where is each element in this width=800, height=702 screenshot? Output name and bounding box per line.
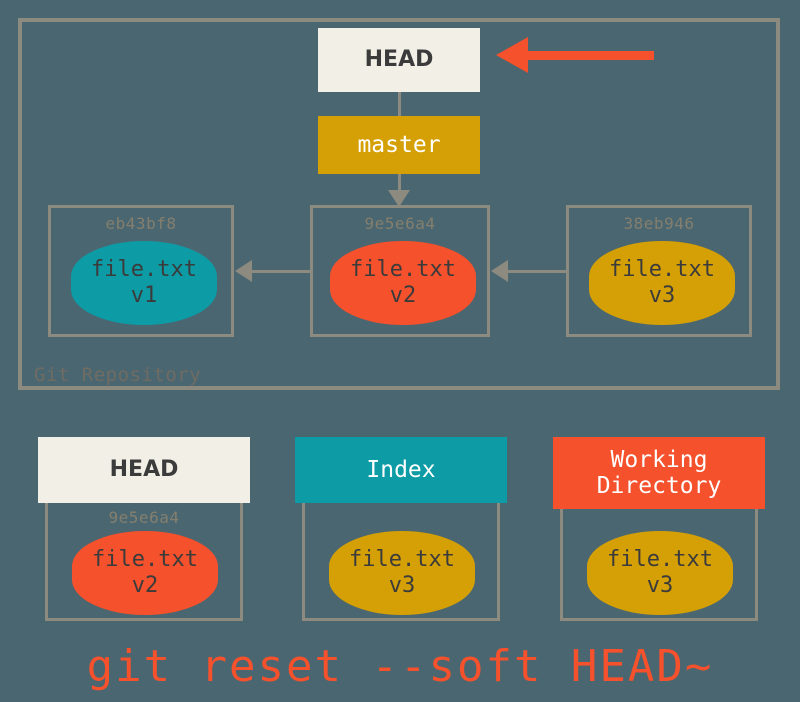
tree-blob-index: file.txt v3: [329, 531, 475, 615]
git-repository-label: Git Repository: [28, 364, 208, 386]
tree-header-label-index: Index: [366, 456, 436, 483]
tree-header-label-working-line1: Working: [610, 446, 708, 473]
tree-file-working-directory: file.txt: [607, 547, 713, 573]
tree-header-label-working-line2: Directory: [596, 473, 722, 499]
tree-header-head[interactable]: HEAD: [38, 437, 250, 503]
commit-link-line-1: [252, 270, 310, 273]
tree-blob-working-directory: file.txt v3: [587, 531, 733, 615]
annotation-arrow-shaft: [528, 51, 654, 60]
git-repository-frame: [18, 18, 780, 390]
tree-hash-head: 9e5e6a4: [108, 508, 180, 527]
master-branch-box[interactable]: master: [318, 116, 480, 174]
commit-link-arrow-icon-2: [491, 260, 508, 282]
commit-version-eb43bf8: v1: [130, 283, 158, 308]
commit-box-eb43bf8[interactable]: eb43bf8 file.txt v1: [48, 205, 234, 337]
commit-link-line-2: [508, 270, 566, 273]
tree-version-head: v2: [131, 573, 159, 598]
head-to-master-line: [398, 92, 401, 116]
commit-box-9e5e6a4[interactable]: 9e5e6a4 file.txt v2: [310, 205, 490, 337]
head-pointer-box[interactable]: HEAD: [318, 28, 480, 92]
commit-file-9e5e6a4: file.txt: [350, 257, 456, 283]
head-pointer-label: HEAD: [364, 47, 434, 73]
tree-header-index[interactable]: Index: [295, 437, 507, 503]
commit-version-38eb946: v3: [648, 283, 676, 308]
tree-blob-head: file.txt v2: [72, 531, 218, 615]
commit-hash-eb43bf8: eb43bf8: [105, 214, 177, 233]
commit-hash-9e5e6a4: 9e5e6a4: [364, 214, 436, 233]
commit-hash-38eb946: 38eb946: [623, 214, 695, 233]
master-branch-label: master: [357, 131, 441, 158]
tree-pane-working-directory: file.txt v3: [560, 509, 758, 621]
annotation-arrow-icon: [496, 37, 528, 73]
master-to-commit-line: [398, 174, 401, 192]
commit-version-9e5e6a4: v2: [389, 283, 417, 308]
tree-header-label-head: HEAD: [109, 457, 179, 483]
commit-blob-38eb946: file.txt v3: [589, 241, 735, 325]
commit-file-eb43bf8: file.txt: [91, 257, 197, 283]
master-to-commit-arrow-icon: [388, 190, 410, 207]
tree-pane-head: 9e5e6a4 file.txt v2: [45, 503, 243, 621]
commit-file-38eb946: file.txt: [609, 257, 715, 283]
commit-blob-eb43bf8: file.txt v1: [71, 241, 217, 325]
command-caption: git reset --soft HEAD~: [86, 641, 714, 692]
tree-file-index: file.txt: [349, 547, 455, 573]
tree-version-working-directory: v3: [646, 573, 674, 598]
commit-blob-9e5e6a4: file.txt v2: [330, 241, 476, 325]
commit-link-arrow-icon-1: [235, 260, 252, 282]
commit-box-38eb946[interactable]: 38eb946 file.txt v3: [566, 205, 752, 337]
tree-pane-index: file.txt v3: [302, 503, 500, 621]
tree-version-index: v3: [388, 573, 416, 598]
tree-header-working-directory[interactable]: Working Directory: [553, 437, 765, 509]
tree-file-head: file.txt: [92, 547, 198, 573]
